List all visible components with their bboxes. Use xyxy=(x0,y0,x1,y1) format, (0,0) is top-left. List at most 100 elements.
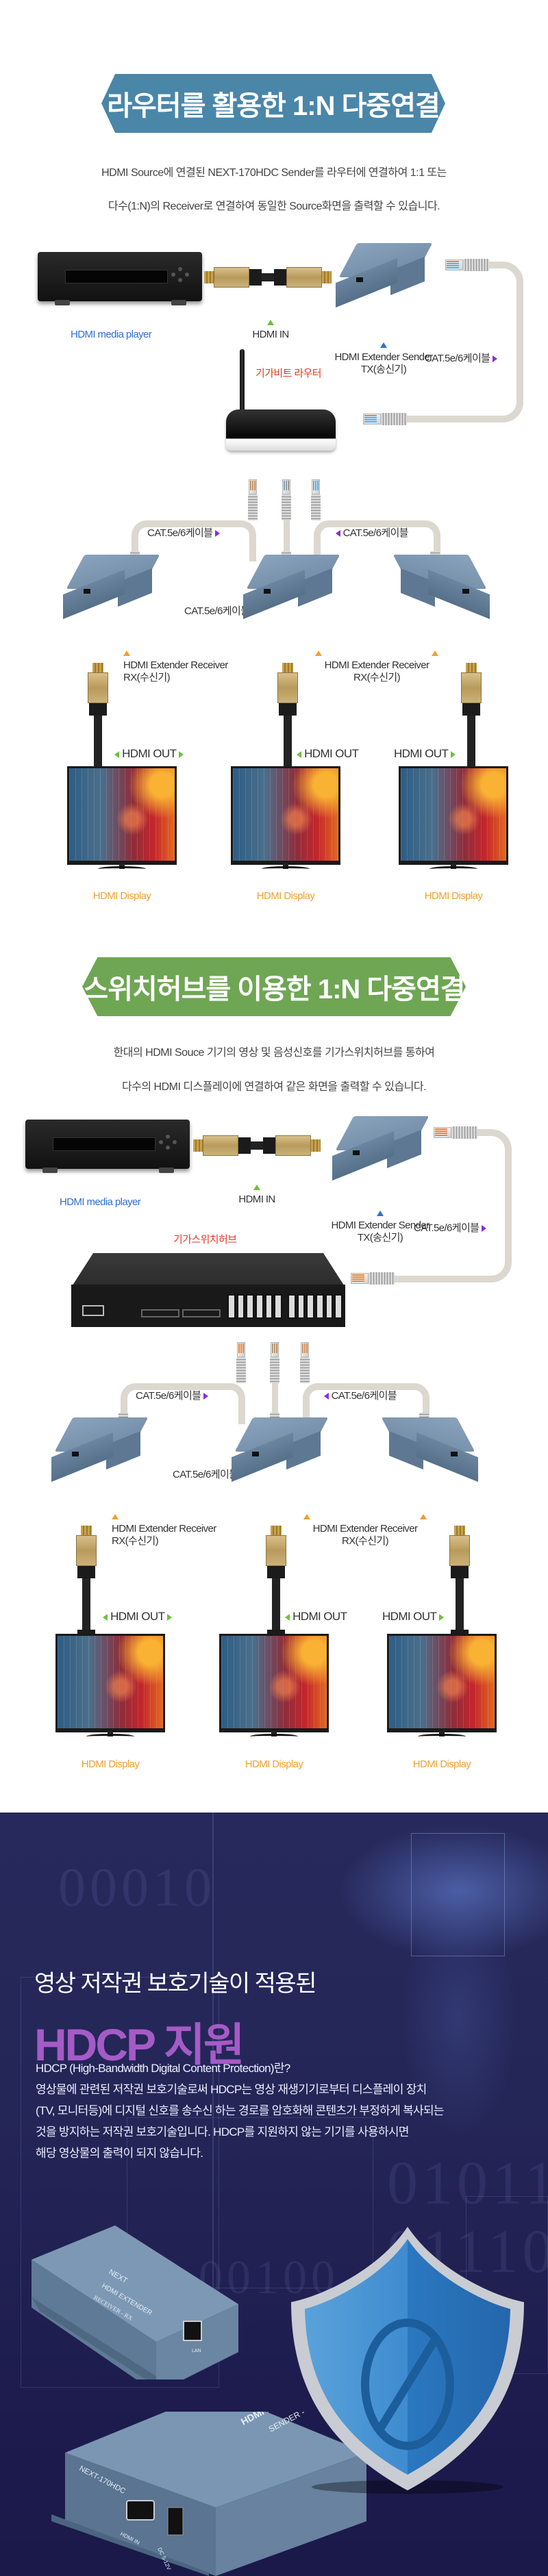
rj45-connector-icon xyxy=(281,479,292,520)
hdcp-description-line: 영상물에 관련된 저작권 보호기술로써 HDCP는 영상 재생기기로부터 디스플… xyxy=(36,2083,427,2096)
receiver-label-line-2: RX(수신기) xyxy=(123,672,171,683)
arrow-up-icon xyxy=(377,1211,384,1216)
cat-cable-label-right: CAT.5e/6케이블 xyxy=(324,1390,397,1402)
cat-cable-label-left: CAT.5e/6케이블 xyxy=(147,527,220,540)
cat-cable-label-sender: CAT.5e/6케이블 xyxy=(425,353,497,365)
display-label-2: HDMI Display xyxy=(256,890,315,902)
hdmi-out-label-2: HDMI OUT xyxy=(285,1611,347,1623)
arrow-up-icon xyxy=(303,1514,310,1519)
router-section: 라우터를 활용한 1:N 다중연결 HDMI Source에 연결된 NEXT-… xyxy=(0,0,548,904)
switch-section-description-line-1: 한대의 HDMI Souce 기기의 영상 및 음성신호를 기가스위치허브를 통… xyxy=(113,1047,435,1059)
arrow-right-icon xyxy=(481,1225,486,1233)
cat-cable-line xyxy=(303,1383,429,1424)
hdcp-description-line: (TV, 모니터등)에 디지털 신호를 송수신 하는 경로를 암호화해 콘텐츠가… xyxy=(36,2104,445,2117)
hdmi-cable-vertical xyxy=(277,663,298,748)
receiver-label-2: HDMI Extender Receiver RX(수신기) xyxy=(300,1511,430,1548)
cat-cable-line xyxy=(477,1129,512,1283)
hdmi-display-image xyxy=(399,766,508,876)
cable-label-text: CAT.5e/6케이블 xyxy=(173,1469,238,1480)
hdmi-media-player-image xyxy=(25,1120,190,1173)
hdmi-extender-receiver-image xyxy=(393,555,490,620)
sender-label-group: HDMI Extender Sender TX(송신기) xyxy=(322,339,445,376)
cat-cable-line xyxy=(394,1276,490,1283)
hdcp-subtitle: 영상 저작권 보호기술이 적용된 xyxy=(34,1971,316,1997)
gigabit-router-image xyxy=(226,349,336,455)
router-section-description-line-2: 다수(1:N)의 Receiver로 연결하여 동일한 Source화면을 출력… xyxy=(108,201,440,212)
cable-label-text: CAT.5e/6케이블 xyxy=(136,1390,201,1402)
receiver-label-line-2: RX(수신기) xyxy=(353,672,401,683)
hdcp-description-line: 것을 방지하는 저작권 보호기술입니다. HDCP를 지원하지 않는 기기를 사… xyxy=(36,2125,409,2138)
router-label: 기가비트 라우터 xyxy=(256,368,322,379)
cat-cable-line xyxy=(489,262,523,422)
arrow-left-icon xyxy=(285,1613,290,1621)
rj45-connector-icon xyxy=(434,1126,482,1139)
arrow-up-icon xyxy=(380,342,387,348)
arrow-right-icon xyxy=(167,1613,173,1621)
arrow-up-icon xyxy=(112,1514,119,1519)
cat-cable-line xyxy=(121,1383,245,1424)
router-section-description-line-1: HDMI Source에 연결된 NEXT-170HDC Sender를 라우터… xyxy=(101,167,447,179)
display-label-2: HDMI Display xyxy=(245,1758,303,1770)
hdmi-extender-receiver-image xyxy=(63,555,160,620)
hdmi-media-player-image xyxy=(38,252,202,305)
hdmi-out-label-1: HDMI OUT xyxy=(114,748,184,760)
hdmi-display-image xyxy=(387,1634,497,1743)
hdmi-out-label-3: HDMI OUT xyxy=(382,1611,445,1623)
hdmi-cable-vertical xyxy=(461,663,482,748)
hdmi-display-image xyxy=(67,766,177,876)
hdmi-in-label: HDMI IN xyxy=(238,1194,275,1205)
hdcp-title: HDCP 지원 xyxy=(34,2019,245,2070)
hdmi-cable-vertical xyxy=(266,1526,286,1611)
hdmi-extender-receiver-product-image: NEXT HDMI EXTENDER RECEIVER - RX LAN xyxy=(32,2225,238,2379)
rj45-connector-icon xyxy=(247,479,258,520)
arrow-right-icon xyxy=(439,1613,445,1621)
cable-label-text: CAT.5e/6케이블 xyxy=(331,1390,397,1402)
arrow-left-icon xyxy=(324,1393,329,1400)
cat-cable-line xyxy=(406,416,501,422)
hdmi-extender-receiver-image xyxy=(381,1417,478,1482)
receiver-label-1: HDMI Extender Receiver RX(수신기) xyxy=(123,647,228,684)
cat-cable-line xyxy=(132,520,256,561)
display-label-1: HDMI Display xyxy=(81,1758,140,1770)
router-section-title: 라우터를 활용한 1:N 다중연결 xyxy=(101,74,445,133)
cat-cable-label-right: CAT.5e/6케이블 xyxy=(336,527,409,540)
arrow-up-icon xyxy=(432,647,438,659)
receiver-label-line-1: HDMI Extender Receiver xyxy=(112,1523,216,1535)
sender-label-line-1: HDMI Extender Sender xyxy=(331,1220,429,1231)
arrow-right-icon xyxy=(179,750,184,758)
rj45-connector-icon xyxy=(445,259,493,271)
hdmi-in-label-group: HDMI IN xyxy=(243,316,298,341)
cable-label-text: CAT.5e/6케이블 xyxy=(414,1222,480,1234)
hdmi-display-image xyxy=(231,766,340,876)
media-player-label: HDMI media player xyxy=(71,329,152,340)
hdmi-display-image xyxy=(219,1634,329,1743)
background-digits: 010111 xyxy=(387,2149,548,2217)
arrow-left-icon xyxy=(336,530,340,538)
hdmi-cable-vertical xyxy=(449,1526,470,1611)
arrow-up-icon xyxy=(267,320,274,325)
media-player-label: HDMI media player xyxy=(60,1196,141,1208)
hdmi-out-label-2: HDMI OUT xyxy=(297,748,359,760)
lan-port-text: LAN xyxy=(192,2349,201,2353)
hdmi-extender-receiver-image xyxy=(243,555,340,620)
arrow-up-icon xyxy=(253,1185,260,1190)
arrow-right-icon xyxy=(203,1393,208,1400)
hdmi-out-label-1: HDMI OUT xyxy=(103,1611,173,1623)
switch-section: 스위치허브를 이용한 1:N 다중연결 한대의 HDMI Souce 기기의 영… xyxy=(0,918,548,1808)
receiver-label-2: HDMI Extender Receiver RX(수신기) xyxy=(312,647,442,684)
hdmi-in-label: HDMI IN xyxy=(252,329,289,340)
hdcp-description-line: 해당 영상물의 출력이 되지 않습니다. xyxy=(36,2147,203,2160)
cable-label-text: CAT.5e/6케이블 xyxy=(147,527,213,539)
hdmi-out-text: HDMI OUT xyxy=(122,747,177,760)
hdmi-extender-receiver-image xyxy=(51,1417,149,1482)
hdmi-out-text: HDMI OUT xyxy=(394,747,449,760)
hdcp-description: HDCP (High-Bandwidth Digital Content Pro… xyxy=(36,2058,515,2164)
rj45-connector-icon xyxy=(351,1272,399,1285)
hdmi-cable-vertical xyxy=(88,663,108,748)
sender-label-line-2: TX(송신기) xyxy=(357,1232,403,1243)
cable-label-text: CAT.5e/6케이블 xyxy=(342,527,409,539)
switch-section-title: 스위치허브를 이용한 1:N 다중연결 xyxy=(82,957,466,1016)
rj45-connector-icon xyxy=(310,479,321,520)
background-digits: 00010 xyxy=(58,1858,216,1918)
hdmi-extender-receiver-image xyxy=(232,1417,329,1482)
